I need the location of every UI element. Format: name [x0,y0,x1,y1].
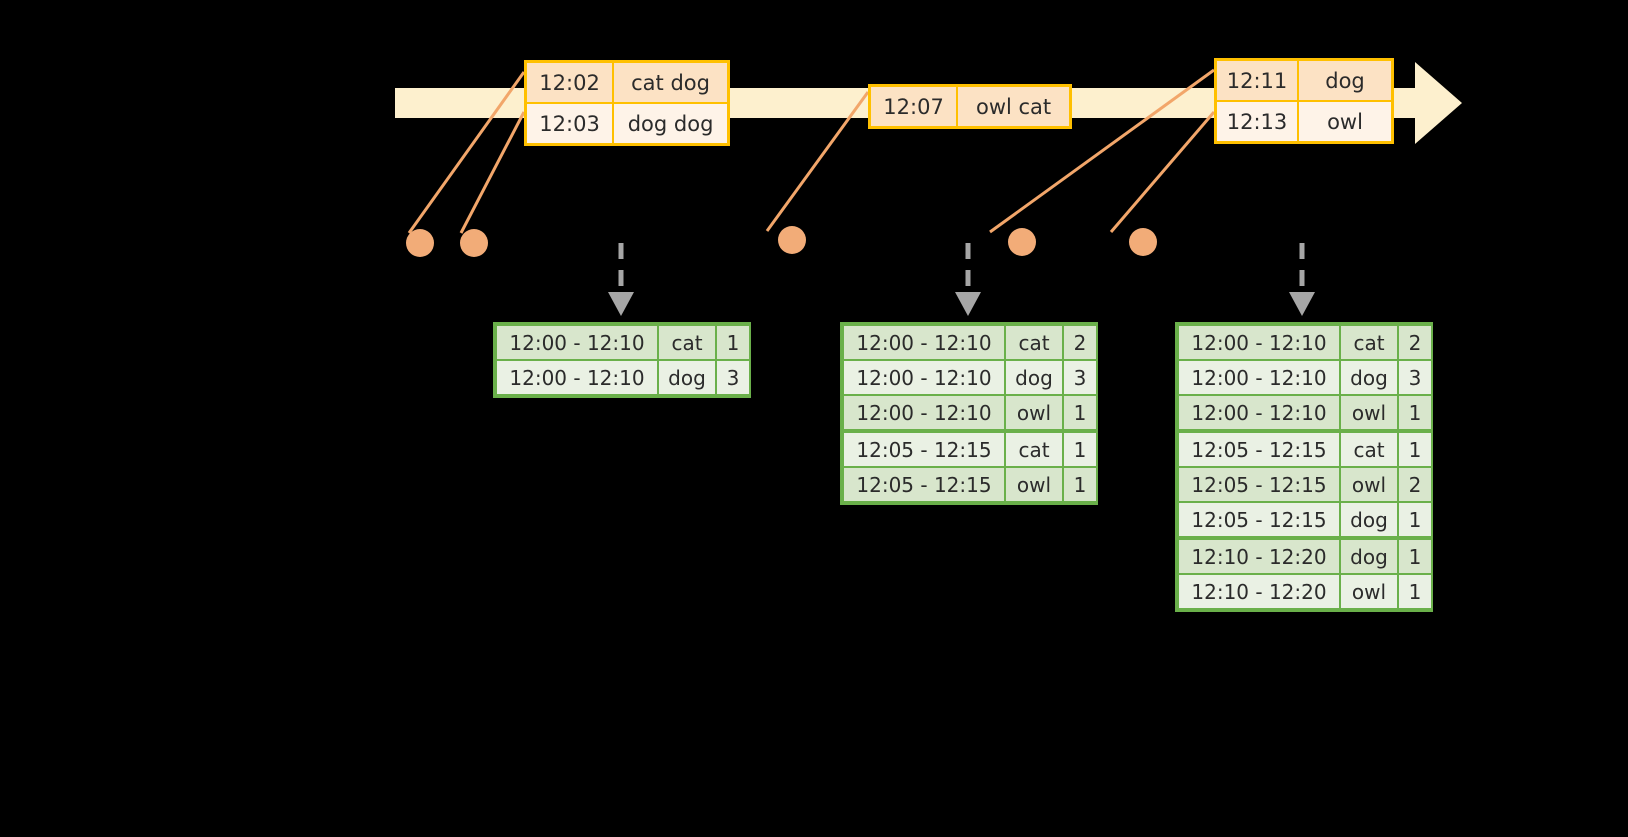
event-marker-1 [406,229,434,257]
table-cell-window: 12:00 - 12:10 [1179,326,1339,359]
table-cell-count: 1 [1399,433,1431,466]
event-words: owl [1299,102,1391,141]
table-cell-count: 1 [1064,396,1096,429]
table-cell-count: 3 [717,361,749,394]
table-cell-count: 1 [1064,433,1096,466]
dashed-arrows [608,243,1315,316]
event-row[interactable]: 12:11 dog [1217,61,1391,100]
event-marker-3 [778,226,806,254]
connector-line-5 [1109,111,1216,233]
event-words: dog [1299,61,1391,100]
table-cell-count: 1 [1399,503,1431,536]
table-cell-count: 1 [1064,468,1096,501]
table-cell-word: dog [1341,503,1397,536]
table-cell-window: 12:00 - 12:10 [497,326,657,359]
event-dots [406,226,1157,257]
table-cell-count: 2 [1064,326,1096,359]
dashed-arrow-2 [955,243,981,316]
table-cell-window: 12:00 - 12:10 [844,396,1004,429]
table-cell-count: 1 [1399,575,1431,608]
table-cell-count: 1 [1399,540,1431,573]
table-cell-word: owl [1006,468,1062,501]
event-row[interactable]: 12:13 owl [1217,100,1391,141]
event-marker-5 [1129,228,1157,256]
event-row[interactable]: 12:07 owl cat [871,87,1069,126]
table-cell-window: 12:10 - 12:20 [1179,575,1339,608]
event-group-1[interactable]: 12:02 cat dog 12:03 dog dog [524,60,730,146]
table-cell-count: 3 [1399,361,1431,394]
event-time: 12:13 [1217,102,1299,141]
event-group-2[interactable]: 12:07 owl cat [868,84,1072,129]
dashed-arrow-3 [1289,243,1315,316]
table-cell-word: cat [1341,433,1397,466]
event-time: 12:11 [1217,61,1299,100]
connector-line-2 [459,111,526,234]
table-cell-window: 12:00 - 12:10 [1179,361,1339,394]
table-cell-window: 12:00 - 12:10 [1179,396,1339,429]
event-row[interactable]: 12:02 cat dog [527,63,727,102]
table-cell-word: dog [1341,361,1397,394]
table-cell-word: owl [1341,396,1397,429]
event-marker-4 [1008,228,1036,256]
table-cell-word: owl [1341,575,1397,608]
table-cell-count: 3 [1064,361,1096,394]
table-cell-window: 12:10 - 12:20 [1179,540,1339,573]
table-cell-count: 2 [1399,326,1431,359]
table-cell-word: cat [1341,326,1397,359]
event-time: 12:03 [527,104,615,143]
event-marker-2 [460,229,488,257]
event-row[interactable]: 12:03 dog dog [527,102,727,143]
table-cell-count: 2 [1399,468,1431,501]
table-cell-count: 1 [1399,396,1431,429]
event-time: 12:02 [527,63,615,102]
table-cell-count: 1 [717,326,749,359]
table-cell-window: 12:05 - 12:15 [844,468,1004,501]
table-cell-window: 12:05 - 12:15 [1179,468,1339,501]
table-cell-word: cat [1006,433,1062,466]
table-cell-window: 12:05 - 12:15 [844,433,1004,466]
table-cell-word: dog [1006,361,1062,394]
table-cell-word: owl [1006,396,1062,429]
table-cell-word: cat [659,326,715,359]
dashed-arrow-1 [608,243,634,316]
event-words: dog dog [614,104,727,143]
table-cell-window: 12:00 - 12:10 [497,361,657,394]
table-cell-word: cat [1006,326,1062,359]
event-time: 12:07 [871,87,959,126]
event-group-3[interactable]: 12:11 dog 12:13 owl [1214,58,1394,144]
connector-line-1 [407,71,526,234]
event-words: owl cat [958,87,1069,126]
table-cell-word: dog [659,361,715,394]
table-cell-window: 12:05 - 12:15 [1179,433,1339,466]
table-cell-window: 12:00 - 12:10 [844,326,1004,359]
table-cell-window: 12:00 - 12:10 [844,361,1004,394]
event-words: cat dog [614,63,727,102]
table-cell-word: owl [1341,468,1397,501]
connector-line-3 [765,91,870,232]
table-cell-window: 12:05 - 12:15 [1179,503,1339,536]
table-cell-word: dog [1341,540,1397,573]
